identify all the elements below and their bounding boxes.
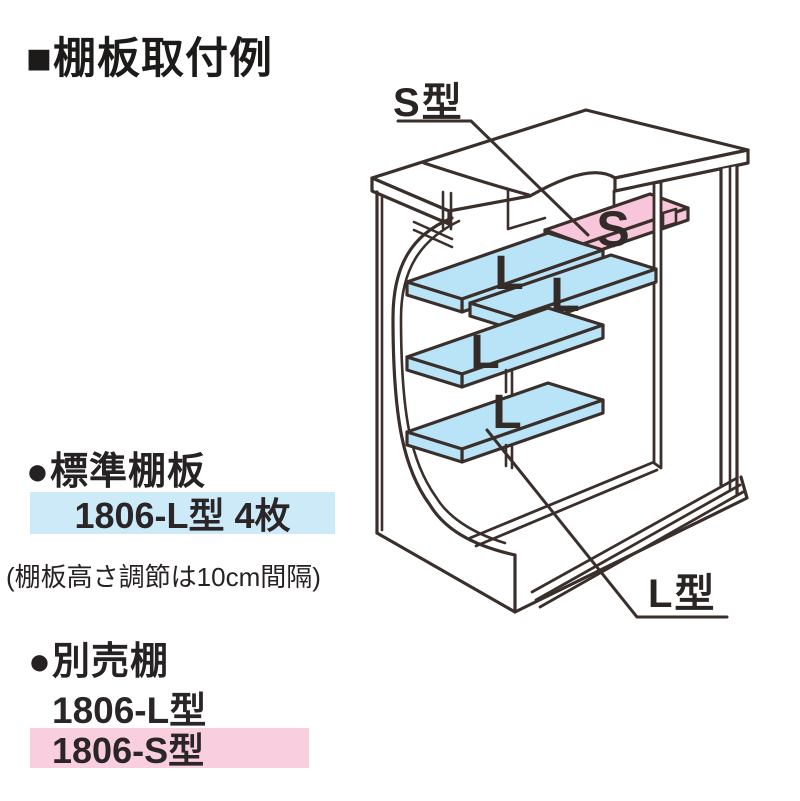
standard-shelf-model-badge: 1806-L型 4枚 [30, 492, 335, 536]
door-sill-rails [513, 475, 749, 614]
cabinet-line-art: S L L L L [370, 108, 750, 619]
door-frame-tracks [719, 164, 739, 496]
cabinet-diagram: S L L L L [370, 108, 750, 619]
shelf-s-bracket [661, 207, 678, 229]
l-type-leader-line [485, 428, 729, 619]
standard-shelf-model: 1806-L型 4枚 [74, 495, 291, 536]
s-type-leader-line [396, 119, 590, 237]
floor-edges [468, 460, 659, 548]
shelf-l-middle [405, 306, 605, 396]
corner-post [652, 180, 663, 470]
shelf-letter-l-2: L [550, 269, 579, 322]
shelf-letter-l-4: L [492, 386, 521, 439]
optional-shelf-model-s: 1806-S型 [52, 730, 205, 771]
standard-shelf-heading: ●標準棚板 [26, 451, 206, 493]
shelf-letter-l-1: L [494, 247, 523, 300]
shelf-l-bottom [405, 381, 605, 470]
left-wall-cutaway [375, 188, 547, 614]
l-type-label: L型 [648, 572, 717, 616]
shelf-letter-s: S [596, 201, 629, 257]
shelf-letter-l-3: L [470, 326, 499, 379]
s-type-label: S型 [393, 81, 464, 125]
shelf-height-note: (棚板高さ調節は10cm間隔) [6, 562, 321, 592]
roof [370, 108, 750, 249]
optional-shelf-heading: ●別売棚 [28, 641, 169, 683]
optional-shelf-model-l: 1806-L型 [52, 690, 207, 731]
page-title: ■棚板取付例 [26, 35, 273, 83]
optional-shelf-model-s-badge: 1806-S型 [30, 728, 309, 771]
